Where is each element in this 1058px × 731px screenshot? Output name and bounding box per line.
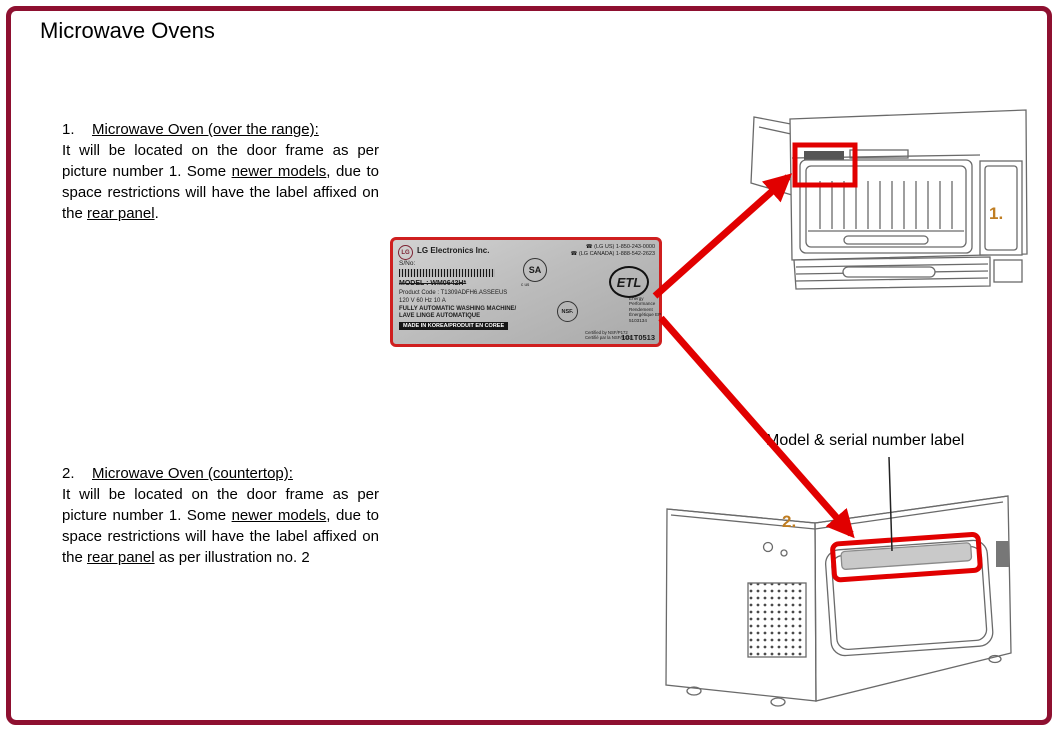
label-type-fr: LAVE LINGE AUTOMATIQUE [399, 313, 481, 319]
label-serial-no: S/No: [399, 260, 416, 267]
label-certified-fr: Certifié par la NSF/P172 [585, 335, 632, 340]
control-panel [979, 160, 1023, 256]
section-1-body: It will be located on the door frame as … [62, 140, 379, 224]
cord-hole-large [762, 541, 774, 553]
highlight-box-2 [830, 531, 983, 583]
cord-hole-small [780, 549, 788, 557]
control-panel-inner [984, 165, 1018, 251]
foot [988, 654, 1002, 664]
label-brand: LG Electronics Inc. [417, 246, 490, 255]
countertop-microwave-illustration: 2. [665, 495, 1012, 707]
top-rim-inner [670, 501, 1004, 530]
cord-inlet [996, 541, 1009, 567]
door-frame-label-slot [804, 151, 844, 160]
lg-logo-icon: LG [398, 245, 413, 260]
label-certified-en: Certified by NSF/P172 [585, 330, 628, 335]
section-2-body: It will be located on the door frame as … [62, 484, 379, 568]
recessed-panel-outer [825, 539, 994, 657]
section-over-the-range: 1. Microwave Oven (over the range): It wi… [62, 121, 379, 224]
foot [686, 686, 702, 696]
body-segment-underlined: rear panel [87, 549, 155, 566]
serial-label-strip [840, 542, 973, 570]
cavity-rack [819, 181, 953, 229]
cavity-outer [799, 159, 973, 254]
grille-line [795, 263, 989, 268]
bottom-grille [793, 256, 991, 290]
label-energy-performance: Energy Performance Rendement Énergétique… [629, 296, 662, 323]
section-1-heading: Microwave Oven (over the range): [92, 121, 319, 138]
lg-product-label: LG LG Electronics Inc. ☎ (LG US) 1-850-2… [390, 237, 662, 347]
body-segment-underlined: newer models [231, 163, 327, 180]
label-model: MODEL : WM0642H* [399, 280, 467, 287]
nsf-mark-icon: NSF. [557, 301, 578, 322]
side-panel [814, 495, 1012, 702]
label-doc-number: 101T0513 [621, 333, 655, 342]
section-countertop: 2. Microwave Oven (countertop): It will b… [62, 465, 379, 568]
label-origin: MADE IN KOREA/PRODUIT EN COREE [399, 322, 509, 330]
vent-slot [849, 149, 909, 159]
marker-1: 1. [989, 204, 1003, 223]
label-phone-ca: ☎ (LG CANADA) 1-888-542-2623 [570, 251, 656, 257]
highlight-box-1 [792, 142, 858, 188]
body-segment: , due to space restrictions will have th… [62, 507, 379, 566]
pointer-label: Model & serial number label [766, 432, 965, 449]
vent-grid [747, 582, 807, 658]
label-type-en: FULLY AUTOMATIC WASHING MACHINE/ [399, 306, 517, 312]
csa-mark-icon: SA [523, 258, 547, 282]
body-segment: as per illustration no. 2 [154, 549, 310, 566]
grille-handle [842, 266, 936, 278]
section-2-heading: Microwave Oven (countertop): [92, 465, 293, 482]
foot [770, 697, 786, 707]
label-power-rating: 120 V 60 Hz 10 A [399, 298, 446, 304]
bottom-right-panel [993, 259, 1023, 283]
section-2-number: 2. [62, 465, 75, 482]
body-segment: . [154, 205, 159, 222]
cavity-inner [805, 165, 967, 248]
etl-mark-icon: ETL [609, 266, 649, 298]
barcode [399, 269, 495, 277]
page-title: Microwave Ovens [40, 18, 215, 43]
highlight-group [830, 531, 983, 583]
over-the-range-microwave-illustration: 1. [750, 109, 1028, 290]
label-certified: Certified by NSF/P172 Certifié par la NS… [585, 330, 632, 340]
body-segment: It will be located on the door frame as … [62, 486, 379, 524]
section-2-heading-row: 2. Microwave Oven (countertop): [62, 465, 379, 482]
cavity-tray [843, 235, 929, 245]
section-1-number: 1. [62, 121, 75, 138]
body-segment: , due to space restrictions will have th… [62, 163, 379, 222]
section-1-heading-row: 1. Microwave Oven (over the range): [62, 121, 379, 138]
grille-line [795, 277, 989, 282]
open-door-detail [758, 126, 792, 135]
oven1-line-art [750, 109, 1028, 290]
label-phone-us: ☎ (LG US) 1-850-243-0000 [585, 244, 655, 250]
csa-sub-text: c us [521, 282, 530, 287]
oven2-line-art [665, 495, 1012, 707]
body-segment-underlined: rear panel [87, 205, 155, 222]
body-segment-underlined: newer models [231, 507, 327, 524]
label-product-code: Product Code : T1309ADFH6.ASSEEUS [399, 290, 508, 296]
recessed-panel-group [825, 539, 994, 657]
marker-2: 2. [782, 512, 796, 531]
open-door [750, 116, 797, 196]
body-segment: It will be located on the door frame as … [62, 142, 379, 180]
